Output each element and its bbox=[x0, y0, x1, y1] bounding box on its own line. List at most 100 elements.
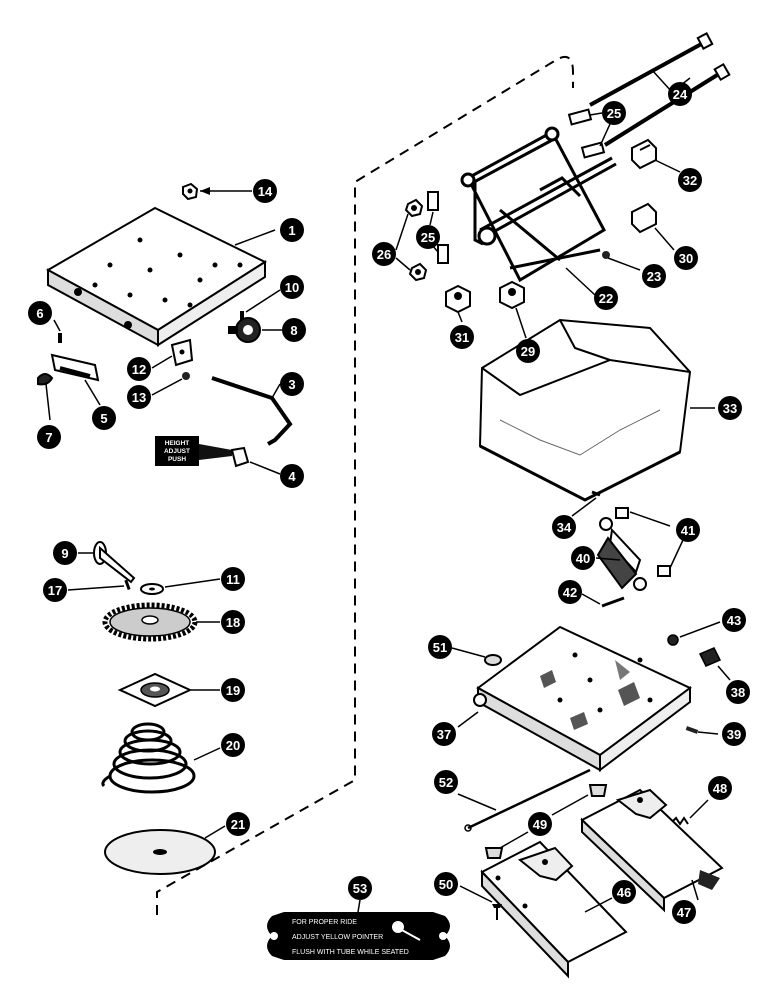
callout-25-lower: 25 bbox=[416, 225, 440, 249]
part-42-bolt bbox=[581, 593, 625, 608]
callout-30: 30 bbox=[674, 246, 698, 270]
ride-decal-line2: ADJUST YELLOW POINTER bbox=[292, 934, 383, 941]
callout-41-label: 41 bbox=[681, 523, 695, 538]
callout-26-label: 26 bbox=[377, 247, 391, 262]
callout-34-label: 34 bbox=[557, 520, 572, 535]
callout-7: 7 bbox=[37, 425, 61, 449]
part-38-bumper-block bbox=[698, 647, 731, 681]
callout-53: 53 bbox=[348, 876, 372, 900]
callout-23: 23 bbox=[642, 264, 666, 288]
part-41-bushings bbox=[615, 507, 684, 577]
callout-40-label: 40 bbox=[576, 551, 590, 566]
callout-10-label: 10 bbox=[285, 280, 299, 295]
part-46-slide-rail bbox=[480, 840, 628, 979]
callout-31: 31 bbox=[450, 325, 474, 349]
part-25-bushings-upper bbox=[567, 108, 611, 159]
callout-42: 42 bbox=[558, 580, 582, 604]
callout-21-label: 21 bbox=[231, 817, 245, 832]
part-49-caps bbox=[484, 784, 608, 859]
callout-30-label: 30 bbox=[679, 251, 693, 266]
part-6-pin bbox=[53, 319, 62, 343]
callout-5-label: 5 bbox=[100, 411, 107, 426]
callout-8: 8 bbox=[282, 318, 306, 342]
part-23-screw bbox=[602, 251, 641, 271]
callout-25-upper: 25 bbox=[602, 101, 626, 125]
ride-decal-line1: FOR PROPER RIDE bbox=[292, 919, 357, 926]
part-50-screw bbox=[459, 885, 502, 920]
callout-53-label: 53 bbox=[353, 881, 367, 896]
callout-38-label: 38 bbox=[731, 685, 745, 700]
part-43-nut bbox=[667, 621, 721, 646]
callout-52: 52 bbox=[434, 770, 458, 794]
callout-7-label: 7 bbox=[45, 430, 52, 445]
callouts: 1 3 4 5 6 7 8 9 10 11 12 13 14 17 18 19 … bbox=[28, 82, 750, 924]
part-3-adjust-rod bbox=[211, 376, 293, 446]
callout-3-label: 3 bbox=[288, 377, 295, 392]
callout-9-label: 9 bbox=[61, 546, 68, 561]
callout-14-label: 14 bbox=[258, 184, 273, 199]
height-decal-line2: ADJUST bbox=[164, 448, 190, 455]
part-26-nuts bbox=[395, 198, 428, 282]
part-5-latch bbox=[50, 353, 101, 406]
callout-48: 48 bbox=[708, 776, 732, 800]
callout-33-label: 33 bbox=[723, 401, 737, 416]
part-31-roller-block bbox=[445, 284, 471, 323]
callout-1-label: 1 bbox=[288, 223, 295, 238]
part-51-plug bbox=[451, 647, 502, 666]
callout-46: 46 bbox=[612, 880, 636, 904]
callout-49-label: 49 bbox=[533, 817, 547, 832]
part-30-slide-block bbox=[631, 202, 675, 251]
callout-29: 29 bbox=[516, 339, 540, 363]
callout-24: 24 bbox=[668, 82, 692, 106]
callout-40: 40 bbox=[571, 546, 595, 570]
height-decal-line1: HEIGHT bbox=[165, 440, 190, 447]
callout-13-label: 13 bbox=[132, 390, 146, 405]
part-18-sprocket bbox=[102, 602, 220, 642]
callout-21: 21 bbox=[226, 812, 250, 836]
callout-38: 38 bbox=[726, 680, 750, 704]
part-25-bushings-lower bbox=[427, 191, 449, 264]
height-decal-line3: PUSH bbox=[168, 456, 186, 463]
callout-51-label: 51 bbox=[433, 640, 447, 655]
part-9-stem bbox=[78, 541, 136, 584]
callout-8-label: 8 bbox=[290, 323, 297, 338]
part-40-shock-absorber bbox=[595, 517, 647, 591]
callout-49: 49 bbox=[528, 812, 552, 836]
part-10-pin bbox=[240, 289, 281, 321]
part-32-slide-block bbox=[631, 138, 681, 173]
callout-50-label: 50 bbox=[439, 877, 453, 892]
callout-13: 13 bbox=[127, 385, 151, 409]
part-22-scissor-frame bbox=[460, 126, 617, 296]
callout-23-label: 23 bbox=[647, 269, 661, 284]
callout-6: 6 bbox=[28, 301, 52, 325]
callout-11: 11 bbox=[221, 567, 245, 591]
callout-19: 19 bbox=[221, 678, 245, 702]
callout-39: 39 bbox=[722, 722, 746, 746]
callout-47: 47 bbox=[672, 900, 696, 924]
callout-18-label: 18 bbox=[226, 615, 240, 630]
callout-10: 10 bbox=[280, 275, 304, 299]
part-8-adjust-knob bbox=[228, 317, 282, 343]
callout-29-label: 29 bbox=[521, 344, 535, 359]
callout-42-label: 42 bbox=[563, 585, 577, 600]
callout-41: 41 bbox=[676, 518, 700, 542]
callout-25-upper-label: 25 bbox=[607, 106, 621, 121]
callout-32-label: 32 bbox=[683, 173, 697, 188]
part-33-boot-cover bbox=[478, 318, 715, 502]
callout-25-lower-label: 25 bbox=[421, 230, 435, 245]
callout-11-label: 11 bbox=[226, 572, 240, 587]
ride-decal-line3: FLUSH WITH TUBE WHILE SEATED bbox=[292, 949, 409, 956]
callout-31-label: 31 bbox=[455, 330, 469, 345]
callout-26: 26 bbox=[372, 242, 396, 266]
callout-33: 33 bbox=[718, 396, 742, 420]
callout-43-label: 43 bbox=[727, 613, 741, 628]
callout-12-label: 12 bbox=[132, 362, 146, 377]
part-17-pin bbox=[67, 579, 131, 591]
callout-18: 18 bbox=[221, 610, 245, 634]
callout-22: 22 bbox=[594, 286, 618, 310]
part-39-pin bbox=[685, 726, 719, 735]
part-11-washer bbox=[140, 578, 221, 595]
part-47-slide-rail bbox=[580, 788, 724, 913]
part-48-spring bbox=[671, 799, 709, 826]
